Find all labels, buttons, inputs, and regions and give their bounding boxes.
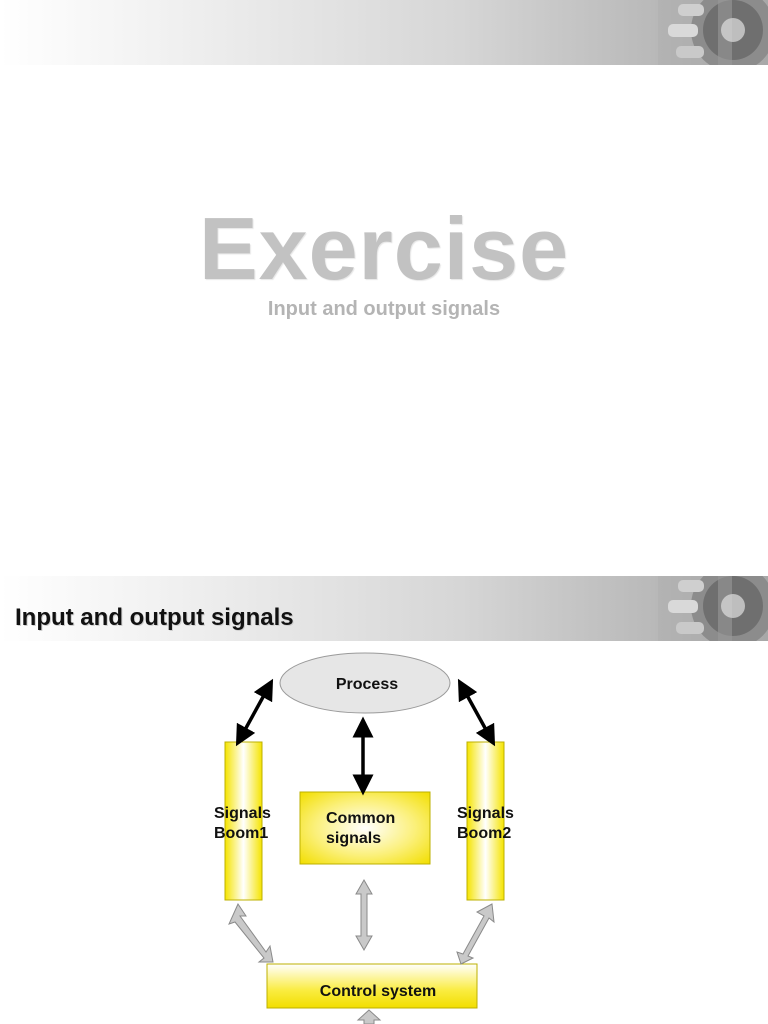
arrow-control-bottom bbox=[356, 1009, 382, 1024]
common-label-line2: signals bbox=[326, 830, 381, 847]
process-label: Process bbox=[336, 676, 398, 693]
boom2-label-line2: Boom2 bbox=[457, 825, 511, 842]
gear-graphic-content bbox=[658, 576, 768, 641]
control-system-label: Control system bbox=[320, 983, 436, 1000]
process-node bbox=[279, 652, 451, 714]
boom1-label-line1: Signals bbox=[214, 805, 271, 822]
control-system-box bbox=[266, 963, 478, 1009]
boom2-bar bbox=[466, 741, 505, 901]
slide-subtitle: Input and output signals bbox=[267, 298, 501, 320]
arrow-process-boom2 bbox=[457, 678, 496, 747]
arrow-process-boom1 bbox=[235, 678, 274, 747]
slide-title-exercise: Exercise bbox=[198, 199, 570, 298]
boom2-label-line1: Signals bbox=[457, 805, 514, 822]
arrow-boom2-control bbox=[456, 903, 495, 965]
content-slide-title: Input and output signals bbox=[15, 604, 294, 631]
signals-diagram: Process Signals Boom1 Signals Boom2 Comm… bbox=[214, 652, 514, 1024]
boom1-label-line2: Boom1 bbox=[214, 825, 268, 842]
common-label-line1: Common bbox=[326, 810, 395, 827]
gear-graphic-top bbox=[658, 0, 768, 65]
header-banner-top bbox=[0, 0, 768, 65]
common-signals-box bbox=[299, 791, 431, 865]
arrow-boom1-control bbox=[228, 902, 274, 963]
header-banner-content bbox=[0, 576, 768, 641]
arrow-common-control bbox=[355, 878, 373, 952]
boom1-bar bbox=[224, 741, 263, 901]
